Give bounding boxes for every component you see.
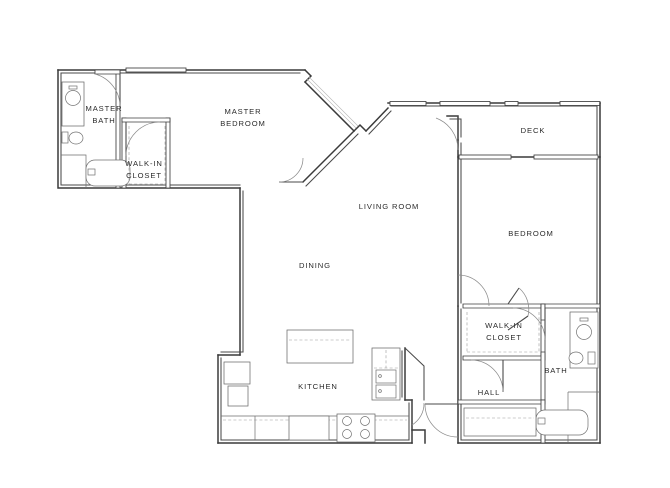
master-closet-door-arc xyxy=(125,121,161,157)
wall-angled-to-deck-inner xyxy=(368,110,392,135)
bath-faucet xyxy=(579,317,589,322)
master-bath-faucet xyxy=(68,85,78,90)
label-bedroom: BEDROOM xyxy=(508,229,554,238)
wall-closet2-south xyxy=(462,355,546,361)
kitchen-island xyxy=(286,329,354,364)
bedroom-closet-door-arc xyxy=(518,287,530,317)
label-walk-in-closet-1-line1: WALK-IN xyxy=(125,159,163,168)
doors xyxy=(94,73,546,438)
wall-bath-north xyxy=(544,303,601,309)
wall-closet1-east xyxy=(165,117,171,189)
kitchen-range xyxy=(336,413,376,443)
deck-rail-north-2 xyxy=(439,101,491,106)
kitchen-refrigerator-upper xyxy=(223,361,251,385)
entry-door-arc xyxy=(424,403,459,438)
master-bath-fixtures xyxy=(61,81,166,187)
label-dining: DINING xyxy=(299,261,331,270)
wall-bath-west-upper xyxy=(540,303,546,321)
bath-tub-drain xyxy=(537,417,546,425)
bath-sink-basin xyxy=(576,324,592,340)
deck-rail-south-2 xyxy=(533,154,599,160)
wall-deck-west xyxy=(446,115,459,141)
window-angled-glass-1 xyxy=(306,78,357,129)
closet-shelf-2 xyxy=(466,312,540,353)
kitchen-sink-drain-1 xyxy=(378,374,382,378)
kitchen-sink-basin-2 xyxy=(375,384,397,399)
hall-door-arc xyxy=(470,359,504,393)
wall-entry-vestibule xyxy=(411,429,426,444)
deck-door-arc xyxy=(435,117,459,151)
structural-walls xyxy=(57,68,601,444)
label-hall: HALL xyxy=(478,388,501,397)
label-kitchen: KITCHEN xyxy=(298,382,338,391)
bedroom-closet-door-leaf-2 xyxy=(507,315,529,331)
kitchen-sink-drain-2 xyxy=(378,389,382,393)
wall-master-bath-header xyxy=(94,69,121,75)
wall-hall-south xyxy=(457,399,546,405)
bath-toilet-tank xyxy=(587,351,596,365)
wall-bath-west-lower xyxy=(540,351,546,401)
master-bath-tub-drain xyxy=(87,168,96,176)
bath-toilet-bowl xyxy=(568,351,584,365)
label-walk-in-closet-2-line2: CLOSET xyxy=(486,333,522,342)
master-bath-tub xyxy=(85,159,131,187)
hall-closet xyxy=(463,407,537,437)
wall-left-wing-outer xyxy=(57,69,241,189)
label-living-room: LIVING ROOM xyxy=(359,202,420,211)
master-bath-toilet-bowl xyxy=(68,131,84,145)
wall-left-wing-inner xyxy=(60,72,241,186)
label-master-bedroom-line1: MASTER xyxy=(224,107,261,116)
wall-angled-lower-outer xyxy=(301,129,356,184)
kitchen-fixtures xyxy=(221,329,409,443)
label-deck: DECK xyxy=(521,126,546,135)
window-angled-glass-2 xyxy=(308,76,359,127)
label-walk-in-closet-1-line2: CLOSET xyxy=(126,171,162,180)
bath-door-arc xyxy=(512,307,546,341)
deck-rail-north-1 xyxy=(389,101,427,106)
label-walk-in-closet-2-line1: WALK-IN xyxy=(485,321,523,330)
wall-entry-diagonal xyxy=(404,347,425,401)
master-bath-sink-basin xyxy=(65,90,81,106)
bath2-fixtures xyxy=(463,311,599,437)
label-master-bath-line2: BATH xyxy=(92,116,115,125)
range-burner-4 xyxy=(360,429,370,439)
closet-shelf-1 xyxy=(128,126,166,185)
wall-closet1-north xyxy=(121,117,171,123)
wall-closet2-north xyxy=(462,303,546,309)
wall-angled-lower-inner xyxy=(305,133,359,187)
master-bath-door-arc xyxy=(94,73,121,109)
deck-rail-north-3 xyxy=(504,101,519,106)
label-master-bath-line1: MASTER xyxy=(85,104,122,113)
range-burner-2 xyxy=(360,416,370,426)
range-burner-1 xyxy=(342,416,352,426)
master-bedroom-door-arc xyxy=(278,157,304,183)
wall-deck-west-inner xyxy=(449,118,462,138)
deck-rail-south-1 xyxy=(458,154,512,160)
wall-angled-window-outer xyxy=(303,80,356,133)
label-master-bedroom-line2: BEDROOM xyxy=(220,119,266,128)
kitchen-sink-counter-dash xyxy=(374,350,398,369)
label-bath: BATH xyxy=(544,366,567,375)
windows xyxy=(125,67,187,73)
wall-master-notch xyxy=(303,68,313,84)
master-bedroom-window-north xyxy=(125,67,187,73)
bedroom-door-arc xyxy=(457,274,490,307)
wall-master-bath-tub-nook xyxy=(61,154,87,188)
kitchen-sink-basin-1 xyxy=(375,369,397,384)
master-bath-toilet-tank xyxy=(61,131,69,144)
deck-rail-north-4 xyxy=(559,101,601,106)
bedroom-closet-door-leaf-1 xyxy=(507,287,520,305)
range-burner-3 xyxy=(342,429,352,439)
kitchen-refrigerator-lower xyxy=(227,385,249,407)
room-labels: MASTER BATH MASTER BEDROOM WALK-IN CLOSE… xyxy=(85,104,567,397)
kitchen-dishwasher xyxy=(288,415,330,441)
wall-angle-joint xyxy=(352,123,368,133)
wall-angled-to-deck-outer xyxy=(364,106,390,133)
pantry-door-arc xyxy=(411,402,425,426)
